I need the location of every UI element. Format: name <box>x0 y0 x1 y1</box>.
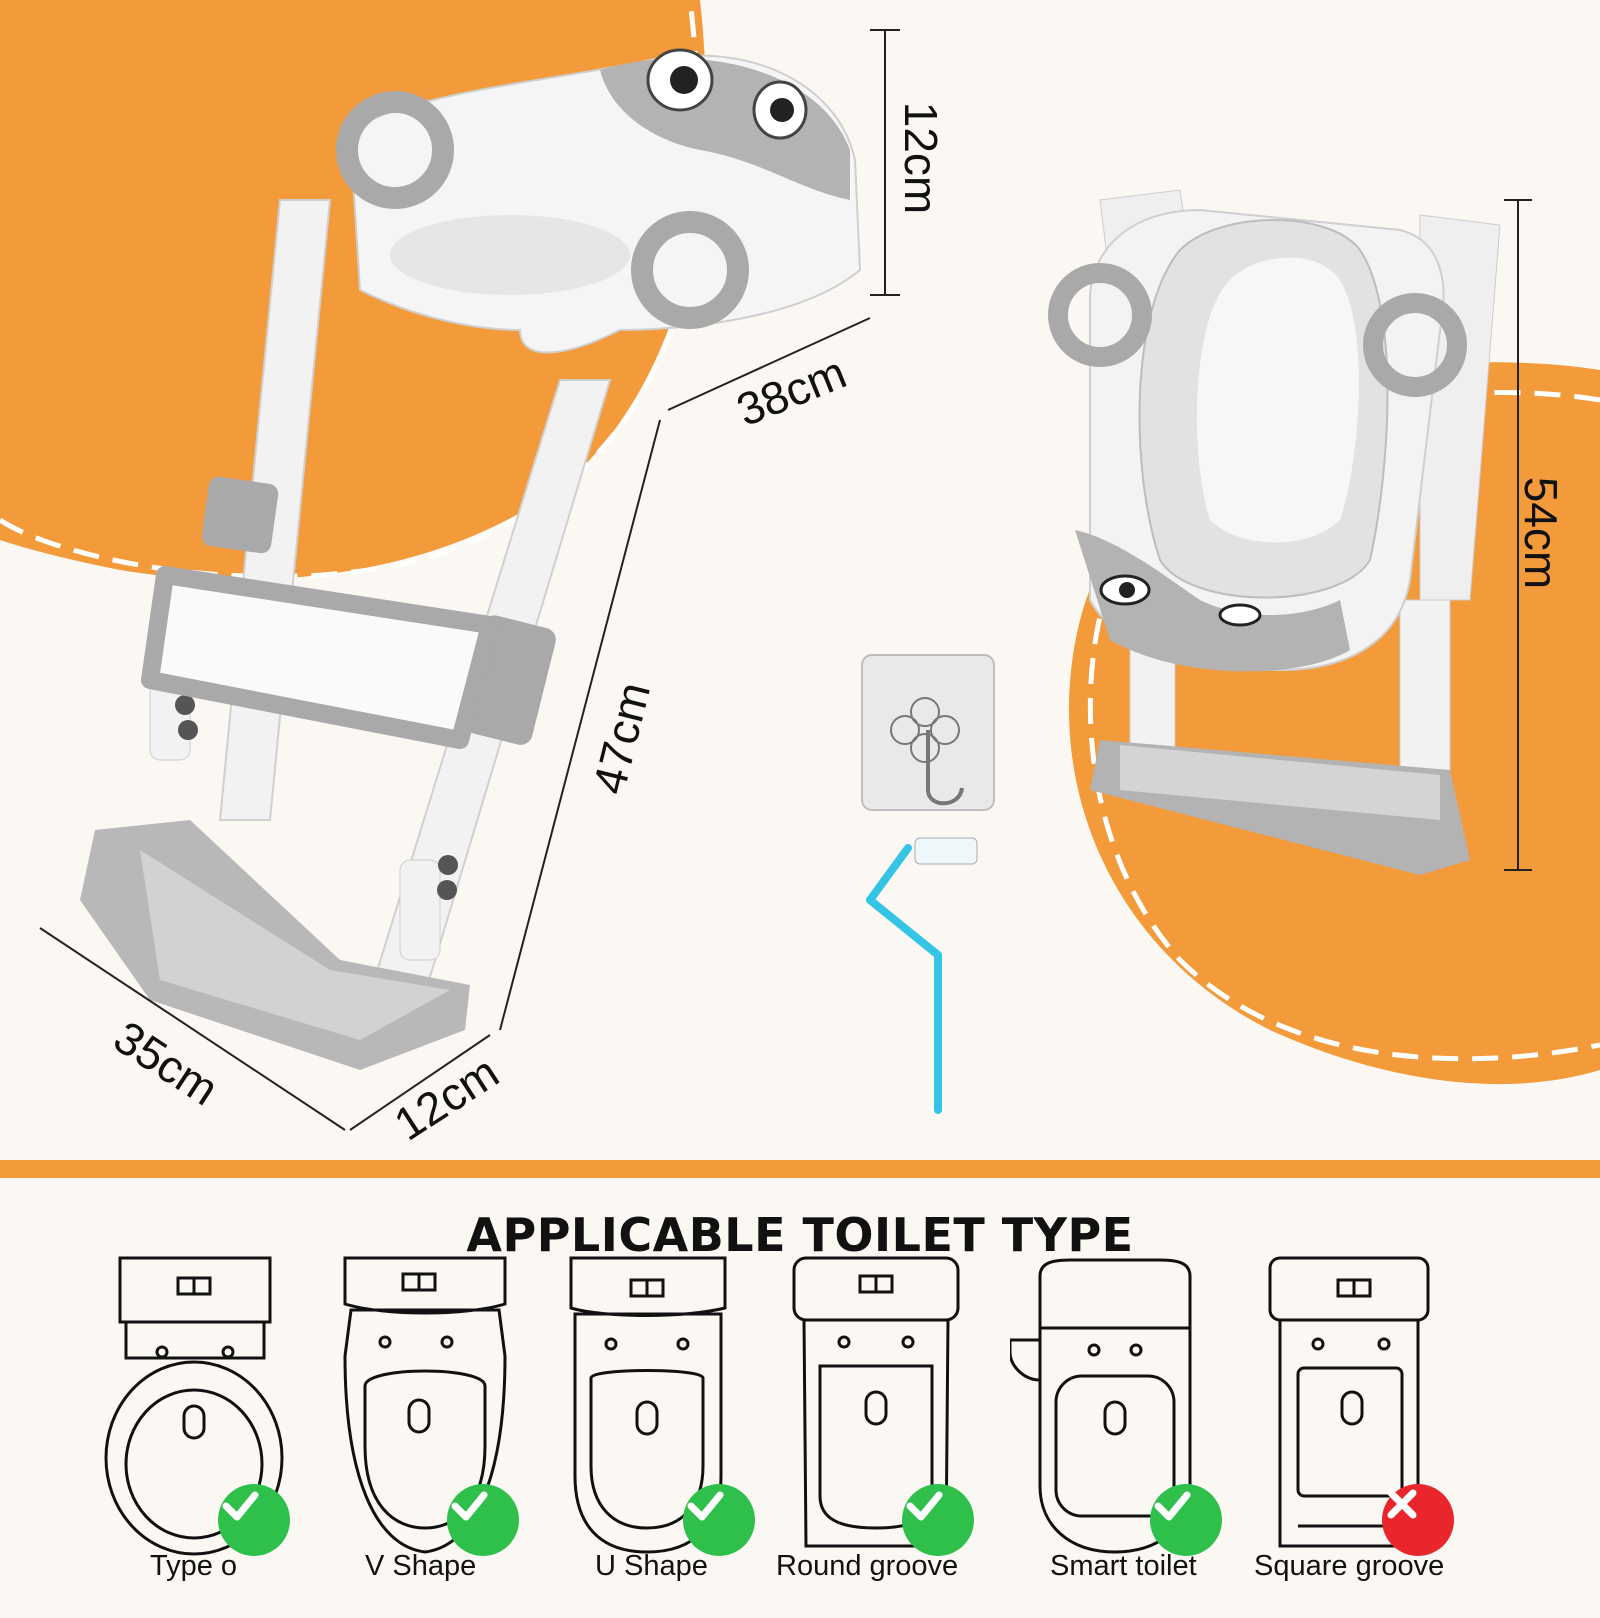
check-icon <box>447 1484 519 1556</box>
cross-icon <box>1382 1484 1454 1556</box>
potty-ladder-front-view <box>1048 189 1501 875</box>
toilet-type-square-groove: Square groove <box>1254 1256 1470 1596</box>
toilet-type-o: Type o <box>90 1256 300 1596</box>
dim-seat-height: 12cm <box>895 101 948 215</box>
toilet-outline-icon <box>343 1256 507 1554</box>
dimension-line-right <box>1504 199 1532 871</box>
toilet-type-label: V Shape <box>365 1550 477 1582</box>
wall-hook-icon <box>861 654 995 811</box>
check-icon <box>1150 1484 1222 1556</box>
product-illustration <box>0 0 1600 1131</box>
toilet-type-u-shape: U Shape <box>565 1256 775 1596</box>
toilet-type-label: Round groove <box>776 1550 959 1582</box>
dimension-lines-left <box>39 29 900 1131</box>
toilet-type-label: U Shape <box>595 1550 708 1582</box>
toilet-type-label: Type o <box>150 1550 238 1582</box>
dim-total-height: 54cm <box>1515 476 1568 590</box>
toilet-outline-icon <box>104 1256 284 1556</box>
toilet-type-round-groove: Round groove <box>776 1256 1000 1596</box>
toilet-type-smart-toilet: Smart toilet <box>1010 1256 1222 1596</box>
check-icon <box>902 1484 974 1556</box>
toilet-type-label: Smart toilet <box>1050 1550 1197 1582</box>
toilet-type-label: Square groove <box>1254 1550 1445 1582</box>
product-showcase: 12cm 38cm 47cm 35cm 12cm 54cm <box>0 0 1600 1150</box>
toilet-type-v-shape: V Shape <box>335 1256 545 1596</box>
check-icon <box>683 1484 755 1556</box>
cleaning-brush-icon <box>866 837 978 1114</box>
potty-ladder-main <box>80 48 862 1070</box>
section-title: APPLICABLE TOILET TYPE <box>466 1208 1134 1262</box>
applicable-toilet-section: APPLICABLE TOILET TYPE Type o <box>0 1160 1600 1618</box>
check-icon <box>218 1484 290 1556</box>
